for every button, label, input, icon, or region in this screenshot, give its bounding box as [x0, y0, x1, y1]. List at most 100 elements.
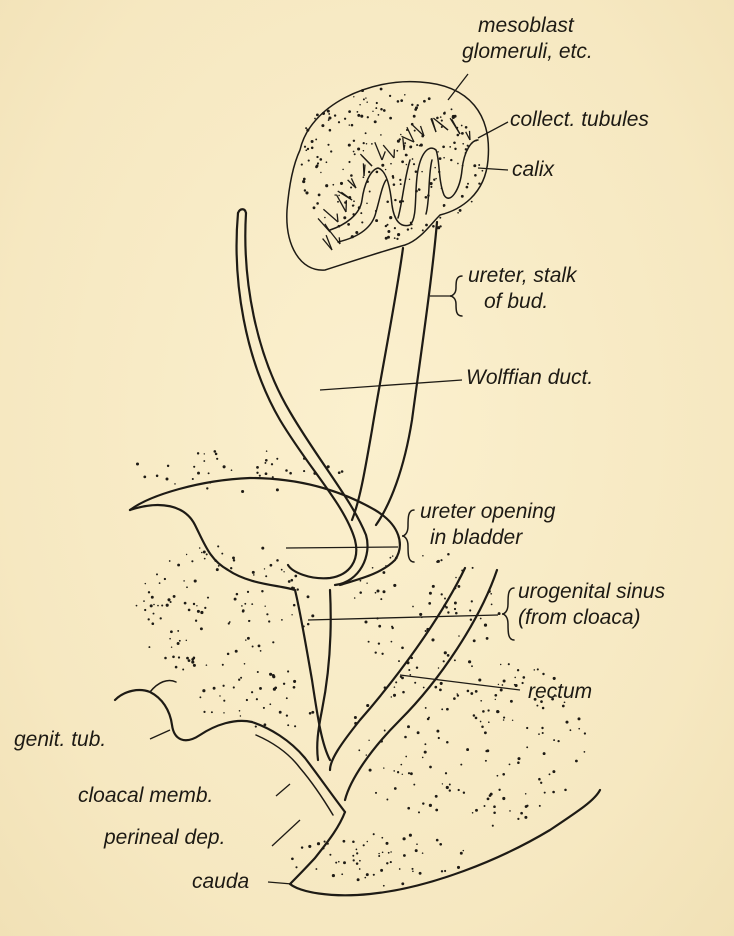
stipple-dot — [192, 478, 194, 480]
stipple-dot — [315, 166, 318, 169]
stipple-dot — [390, 163, 392, 165]
stipple-dot — [396, 238, 398, 240]
stipple-dot — [203, 711, 205, 713]
stipple-dot — [570, 729, 572, 731]
stipple-dot — [502, 684, 504, 686]
stipple-dot — [317, 162, 319, 164]
stipple-dot — [405, 756, 407, 758]
stipple-dot — [394, 787, 397, 790]
stipple-dot — [231, 469, 233, 471]
stipple-dot — [409, 834, 412, 837]
stipple-dot — [562, 705, 565, 708]
stipple-dot — [232, 556, 235, 559]
stipple-dot — [216, 568, 219, 571]
brace-ureter-stalk — [450, 276, 462, 316]
stipple-dot — [244, 603, 246, 605]
stipple-dot — [383, 109, 386, 112]
stipple-dot — [245, 639, 246, 640]
stipple-dot — [543, 752, 546, 755]
stipple-dot — [252, 571, 255, 574]
stipple-dot — [289, 472, 292, 475]
stipple-dot — [459, 209, 462, 212]
stipple-dot — [188, 659, 191, 662]
stipple-dot — [390, 557, 392, 559]
stipple-dot — [478, 678, 481, 681]
stipple-dot — [463, 792, 465, 794]
stipple-dot — [203, 551, 206, 554]
stipple-dot — [148, 591, 150, 593]
stipple-dot — [360, 115, 363, 118]
stipple-dot — [441, 593, 443, 595]
stipple-dot — [520, 812, 523, 815]
stipple-dot — [276, 559, 279, 562]
stipple-dot — [381, 653, 383, 655]
stipple-dot — [328, 113, 330, 115]
stipple-dot — [247, 591, 249, 593]
stipple-dot — [418, 188, 420, 190]
stipple-dot — [542, 732, 544, 734]
stipple-dot — [170, 630, 173, 633]
stipple-dot — [496, 710, 499, 713]
stipple-dot — [200, 627, 203, 630]
stipple-dot — [458, 789, 460, 791]
stipple-dot — [489, 794, 492, 797]
stipple-dot — [186, 657, 189, 660]
stipple-dot — [204, 453, 205, 454]
stipple-dot — [401, 160, 404, 163]
label-ureter-stalk-bud: of bud. — [484, 290, 548, 314]
stipple-dot — [240, 677, 242, 679]
stipple-dot — [191, 560, 193, 562]
stipple-dot — [186, 640, 187, 641]
stipple-dot — [239, 710, 241, 712]
stipple-dot — [468, 660, 471, 663]
stipple-dot — [413, 115, 416, 118]
stipple-dot — [386, 799, 388, 801]
stipple-dot — [340, 182, 343, 185]
stipple-dot — [308, 845, 311, 848]
stipple-dot — [413, 784, 415, 786]
stipple-dot — [400, 99, 403, 102]
stipple-dot — [353, 200, 355, 202]
stipple-dot — [444, 112, 446, 114]
stipple-dot — [381, 837, 383, 839]
stipple-dot — [256, 698, 258, 700]
stipple-dot — [343, 216, 346, 219]
stipple-dot — [578, 717, 581, 720]
stipple-dot — [193, 603, 195, 605]
stipple-dot — [375, 651, 377, 653]
stipple-dot — [286, 714, 288, 716]
stipple-dot — [380, 598, 382, 600]
stipple-dot — [446, 741, 449, 744]
stipple-dot — [539, 805, 541, 807]
stipple-dot — [235, 650, 238, 653]
stipple-dot — [376, 589, 379, 592]
stipple-dot — [375, 792, 377, 794]
stipple-dot — [294, 725, 296, 727]
leader-rectum — [400, 675, 520, 690]
label-cauda: cauda — [192, 870, 249, 894]
stipple-dot — [353, 859, 355, 861]
stipple-dot — [186, 554, 187, 555]
stipple-dot — [403, 837, 406, 840]
stipple-dot — [169, 638, 171, 640]
stipple-dot — [197, 452, 199, 454]
stipple-dot — [238, 679, 240, 681]
stipple-dot — [436, 839, 439, 842]
stipple-dot — [578, 728, 580, 730]
stipple-dot — [393, 183, 396, 186]
label-urogenital-sinus: urogenital sinus — [518, 580, 665, 604]
stipple-dot — [452, 116, 455, 119]
stipple-dot — [432, 225, 435, 228]
tubule-bristle — [323, 239, 332, 250]
stipple-dot — [354, 153, 356, 155]
stipple-dot — [261, 547, 264, 550]
stipple-dot — [508, 663, 510, 665]
stipple-dot — [401, 882, 404, 885]
stipple-dot — [475, 717, 478, 720]
stipple-dot — [380, 108, 383, 111]
stipple-dot — [475, 690, 478, 693]
stipple-dot — [418, 811, 420, 813]
stipple-dot — [330, 150, 332, 152]
stipple-dot — [153, 604, 155, 606]
